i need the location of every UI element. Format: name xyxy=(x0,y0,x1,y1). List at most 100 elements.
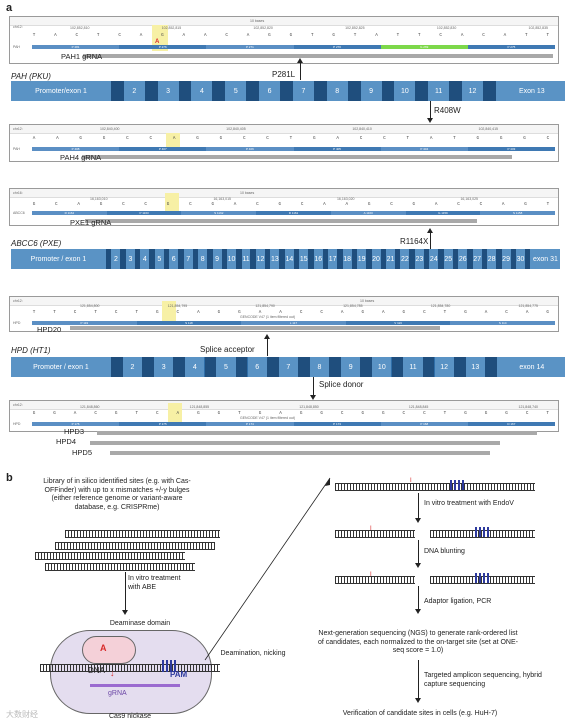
base-letter: T xyxy=(135,310,139,315)
hpd20-grna-bar xyxy=(70,326,440,330)
intron xyxy=(308,249,314,269)
codon-label: P 270 xyxy=(293,45,381,49)
base-letter: G xyxy=(217,310,221,315)
base-letter: G xyxy=(484,411,488,416)
base-letter: A xyxy=(203,33,207,38)
base-letter: G xyxy=(211,202,215,207)
intron xyxy=(415,81,429,101)
base-letter: A xyxy=(340,310,344,315)
tick-label: 121,848,740 xyxy=(518,405,538,409)
base-letter: G xyxy=(32,202,36,207)
splice-donor-arrow xyxy=(313,377,314,397)
codon-label: P 119 xyxy=(80,321,89,325)
base-letter: A xyxy=(336,136,339,141)
panel-b-letter: b xyxy=(6,472,13,484)
exon: 12 xyxy=(462,81,483,101)
exon: 16 xyxy=(313,249,323,269)
intron xyxy=(298,357,310,377)
base-letter: C xyxy=(155,411,159,416)
library-dna-2 xyxy=(55,542,215,550)
exon: 9 xyxy=(212,249,222,269)
base-letter: C xyxy=(189,202,192,207)
base-letter: C xyxy=(55,202,58,207)
scale-label: 10 bases xyxy=(360,299,375,303)
intron xyxy=(149,249,155,269)
adaptor-text: Adaptor ligation, PCR xyxy=(424,598,492,605)
base-letter: G xyxy=(79,136,83,141)
exon: 3 xyxy=(154,357,174,377)
flow-arrow-1 xyxy=(418,493,419,520)
base-letter: G xyxy=(219,136,223,141)
intron xyxy=(422,357,435,377)
tick-label: 16,163,020 xyxy=(336,197,355,201)
base-letter: A xyxy=(345,202,349,207)
base-letter: G xyxy=(524,202,527,207)
intron xyxy=(279,249,285,269)
base-letter: G xyxy=(499,136,503,141)
tick-label: 102,840,410 xyxy=(352,127,372,131)
intron xyxy=(280,81,293,101)
r1164x-label: R1164X xyxy=(400,237,429,246)
base-letter: G xyxy=(278,202,282,207)
exon: 17 xyxy=(328,249,338,269)
pam-marker xyxy=(475,573,491,583)
deaminase-label: Deaminase domain xyxy=(109,620,171,627)
exon: 7 xyxy=(278,357,298,377)
intron xyxy=(438,249,444,269)
base-letter: C xyxy=(149,136,153,141)
base-letter: T xyxy=(353,33,357,38)
intron xyxy=(246,81,260,101)
base-letter: G xyxy=(367,202,371,207)
codon-label: P 406 xyxy=(246,147,254,151)
intron xyxy=(236,249,242,269)
intron xyxy=(204,357,217,377)
codon-label: P 271 xyxy=(246,45,254,49)
intron xyxy=(178,249,184,269)
base-letter: C xyxy=(457,202,460,207)
base-letter: G xyxy=(258,411,262,416)
pxe1-grna-bar xyxy=(85,219,477,223)
intron xyxy=(525,249,531,269)
base-letter: A xyxy=(77,202,80,207)
track-label: PAH xyxy=(13,45,20,49)
intron xyxy=(483,81,496,101)
base-letter: A xyxy=(56,136,59,141)
base-letter: T xyxy=(32,310,36,315)
base-letter: C xyxy=(546,136,550,141)
intron xyxy=(481,249,488,269)
exon: 5 xyxy=(225,81,247,101)
chr-label: chr12: xyxy=(13,403,23,407)
codon-label: S 1162 xyxy=(214,211,224,215)
base-letter: C xyxy=(118,33,121,38)
base-letter: A xyxy=(197,310,200,315)
tick-label: 102,840,405 xyxy=(226,127,246,131)
variant-highlight xyxy=(165,193,179,215)
base-letter: G xyxy=(412,202,416,207)
exon: 21 xyxy=(386,249,395,269)
base-letter: T xyxy=(546,411,549,416)
codon-label: L 117 xyxy=(289,321,298,325)
base-letter: A xyxy=(323,202,326,207)
scale-label: 10 bases xyxy=(240,191,255,195)
exon: 4 xyxy=(140,249,150,269)
intron xyxy=(163,249,170,269)
exon: 3 xyxy=(157,81,179,101)
base-letter: C xyxy=(479,202,483,207)
exon: 11 xyxy=(403,357,423,377)
pah-gene-name: PAH (PKU) xyxy=(11,72,51,81)
deamination-arrow xyxy=(204,477,331,661)
browser-header xyxy=(10,297,558,306)
r408w-arrow xyxy=(430,101,431,121)
codon-label: P 275 xyxy=(467,45,555,49)
tick-label: 121,848,855 xyxy=(189,405,210,409)
intron xyxy=(106,249,112,269)
splice-donor-arrowhead xyxy=(310,395,316,400)
